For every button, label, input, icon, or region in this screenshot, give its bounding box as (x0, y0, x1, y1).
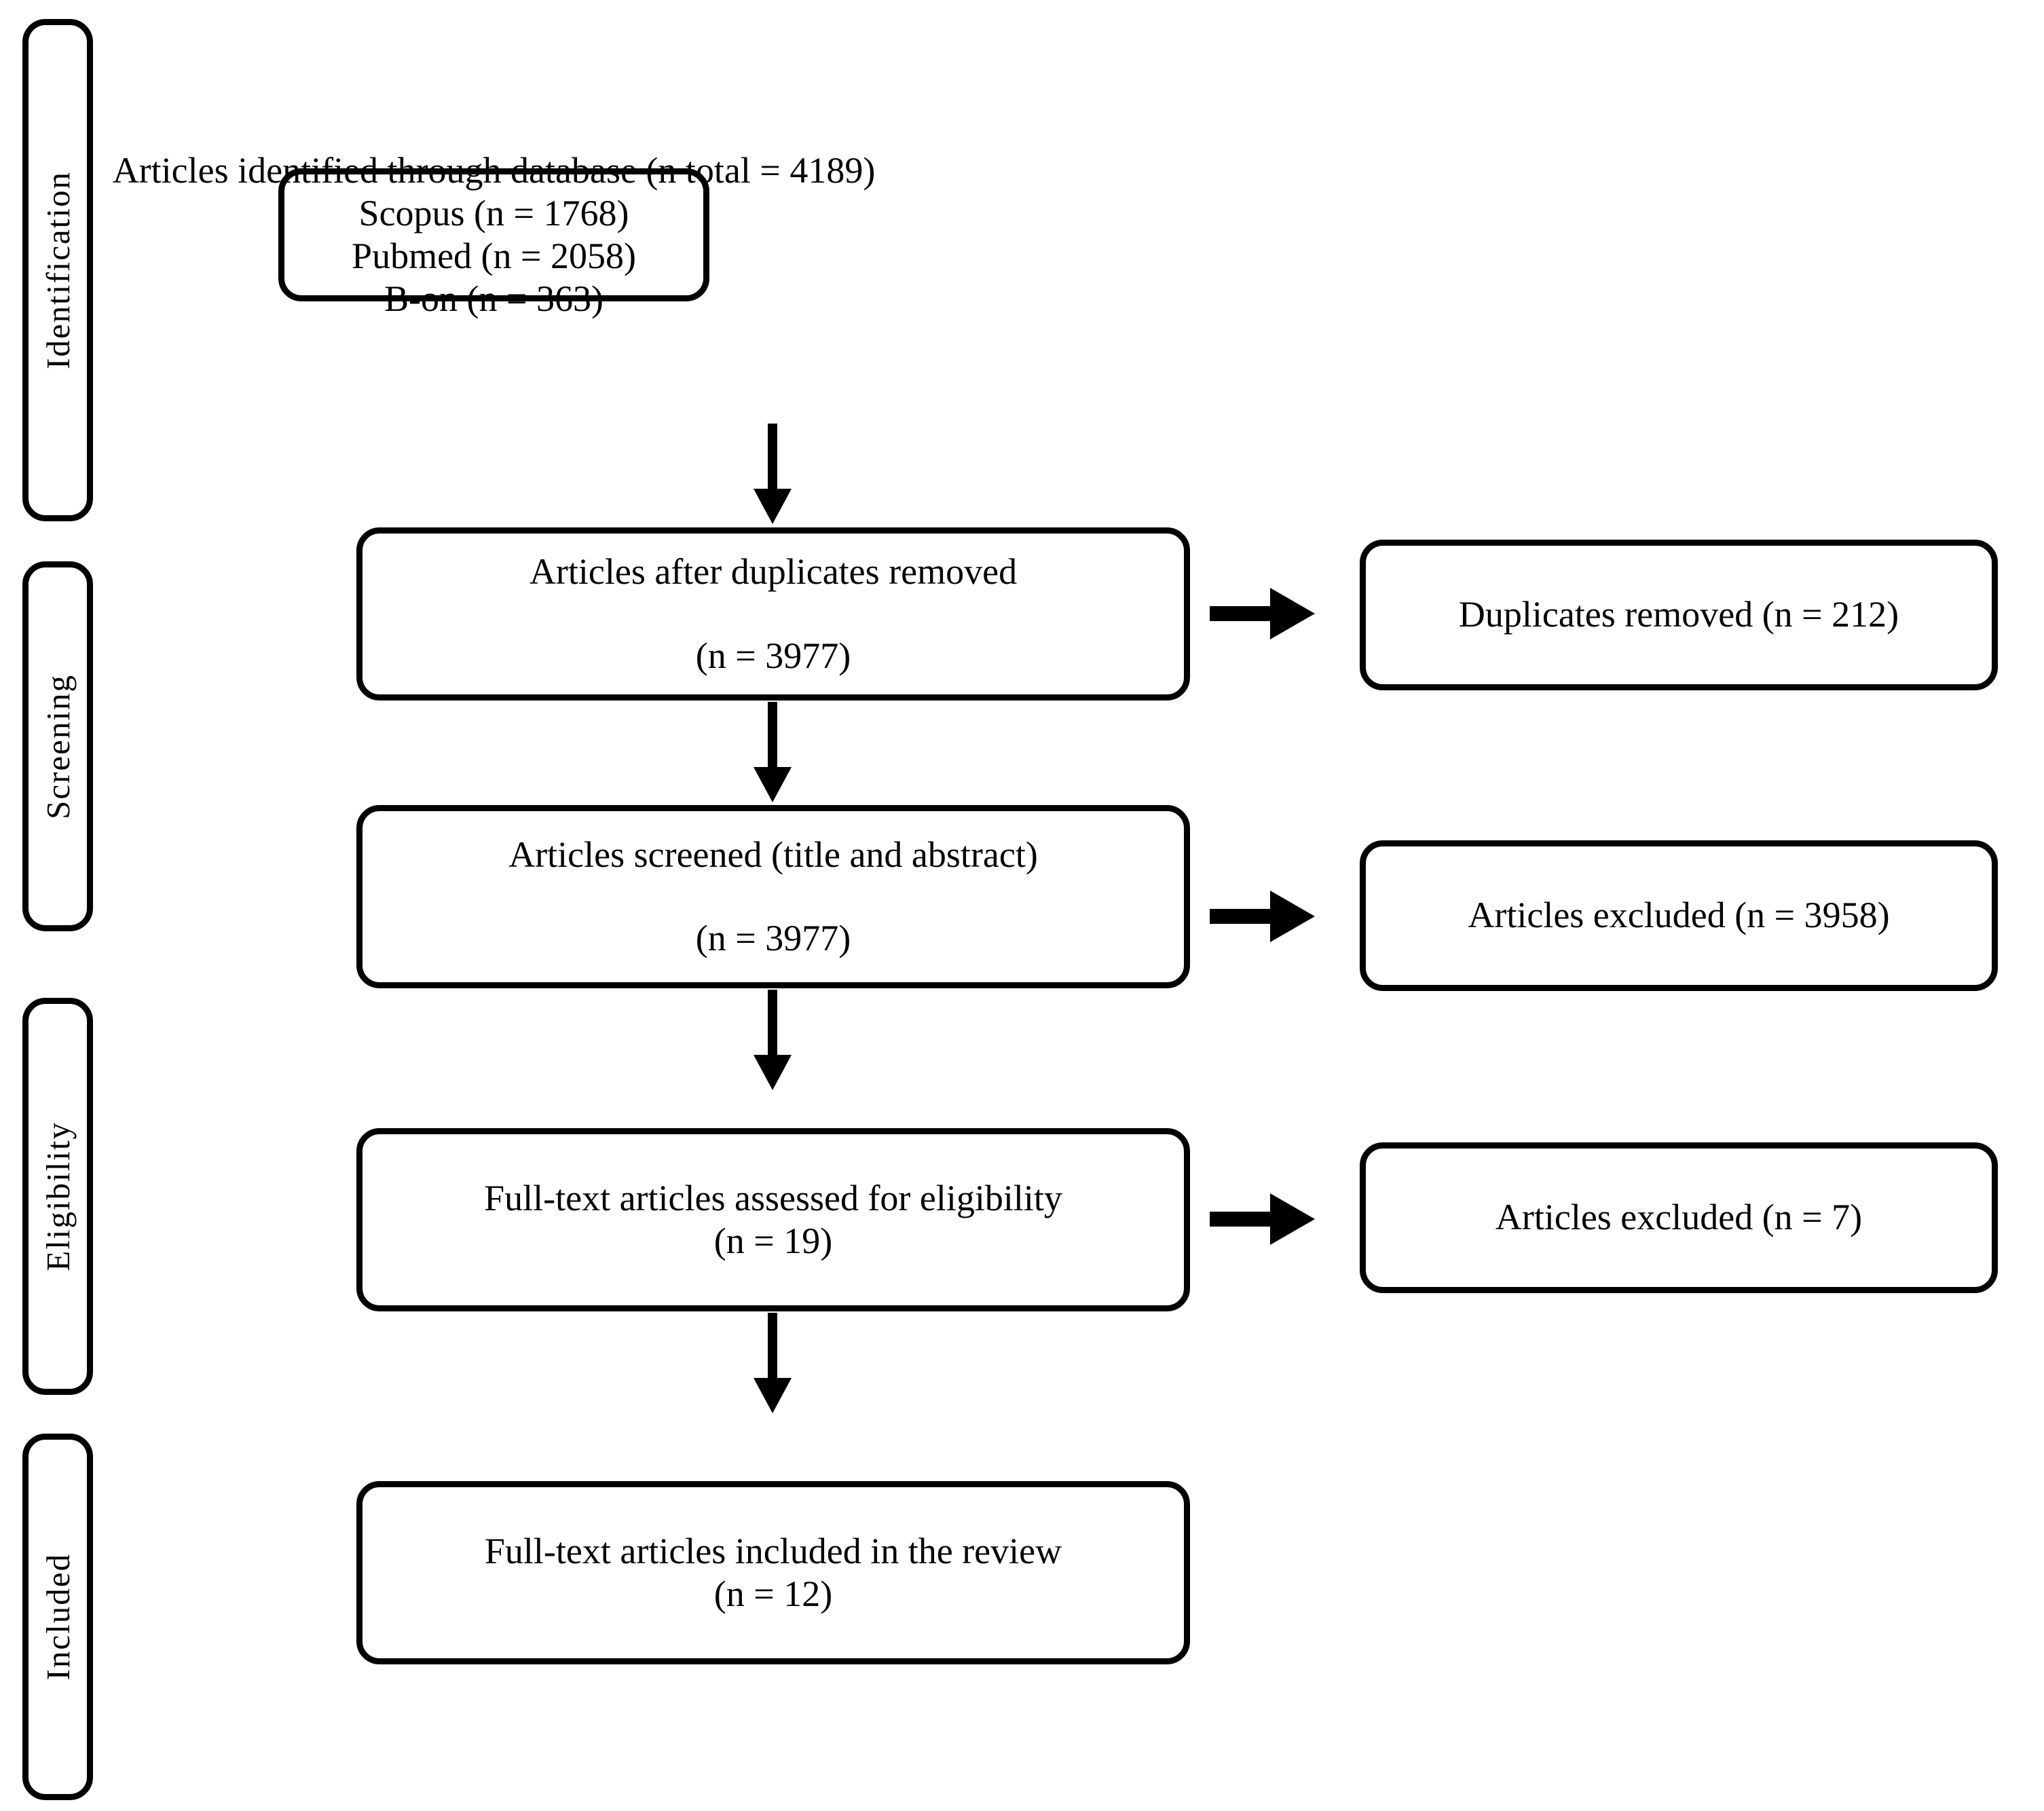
node-line: Full-text articles assessed for eligibil… (484, 1177, 1062, 1218)
node-line: Scopus (n = 1768) (358, 192, 629, 234)
stage-label-included: Included (39, 1553, 77, 1681)
node-fulltext-included: Full-text articles included in the revie… (356, 1481, 1190, 1664)
node-line: Duplicates removed (n = 212) (1458, 594, 1899, 635)
arrow-screened-to-fulltext (754, 990, 792, 1090)
stage-pill-identification: Identification (22, 19, 93, 521)
arrow-to-excluded-screening (1210, 891, 1315, 942)
node-line: Articles after duplicates removed (529, 551, 1018, 593)
arrow-head-icon (754, 1055, 792, 1090)
node-line: Pubmed (n = 2058) (352, 236, 636, 276)
node-line: Articles excluded (n = 7) (1495, 1197, 1863, 1238)
stage-pill-eligibility: Eligibility (22, 998, 93, 1395)
arrow-stem (768, 424, 777, 489)
arrow-head-icon (754, 767, 792, 802)
node-articles-screened: Articles screened (title and abstract) (… (356, 805, 1190, 988)
node-line: B-on (n = 363) (384, 278, 603, 320)
arrow-head-icon (754, 489, 792, 524)
node-fulltext-assessed: Full-text articles assessed for eligibil… (356, 1128, 1190, 1311)
arrow-stem (768, 1313, 777, 1378)
arrow-stem (1210, 1212, 1278, 1227)
node-line: (n = 12) (713, 1573, 833, 1614)
arrow-head-icon (754, 1378, 792, 1413)
arrow-stem (1210, 909, 1278, 924)
stage-pill-included: Included (22, 1434, 93, 1800)
node-line: (n = 3977) (695, 918, 851, 958)
node-line: Full-text articles included in the revie… (484, 1530, 1062, 1571)
node-articles-identified: Articles identified through database (n … (113, 151, 876, 318)
arrow-fulltext-to-included (754, 1313, 792, 1413)
node-line: Articles identified through database (n … (112, 149, 876, 191)
node-line: Articles excluded (n = 3958) (1468, 895, 1890, 936)
arrow-stem (768, 702, 777, 767)
stage-label-screening: Screening (39, 673, 77, 819)
node-duplicates-removed: Duplicates removed (n = 212) (1360, 540, 1998, 690)
arrow-stem (768, 990, 777, 1055)
arrow-to-duplicates-removed (1210, 588, 1315, 639)
node-line: Articles screened (title and abstract) (508, 834, 1038, 875)
arrow-identified-to-duplicates (754, 424, 792, 524)
arrow-head-icon (1270, 1193, 1315, 1245)
arrow-head-icon (1270, 588, 1315, 639)
stage-label-identification: Identification (39, 171, 77, 369)
stage-pill-screening: Screening (22, 561, 93, 931)
node-line: (n = 19) (713, 1220, 833, 1261)
stage-label-eligibility: Eligibility (39, 1121, 77, 1271)
arrow-duplicates-to-screened (754, 702, 792, 802)
arrow-stem (1210, 606, 1278, 621)
arrow-head-icon (1270, 891, 1315, 942)
node-articles-excluded-eligibility: Articles excluded (n = 7) (1360, 1142, 1998, 1293)
node-line: (n = 3977) (695, 635, 851, 676)
arrow-to-excluded-eligibility (1210, 1193, 1315, 1245)
node-articles-excluded-screening: Articles excluded (n = 3958) (1360, 840, 1998, 991)
node-articles-after-duplicates: Articles after duplicates removed (n = 3… (356, 527, 1190, 701)
